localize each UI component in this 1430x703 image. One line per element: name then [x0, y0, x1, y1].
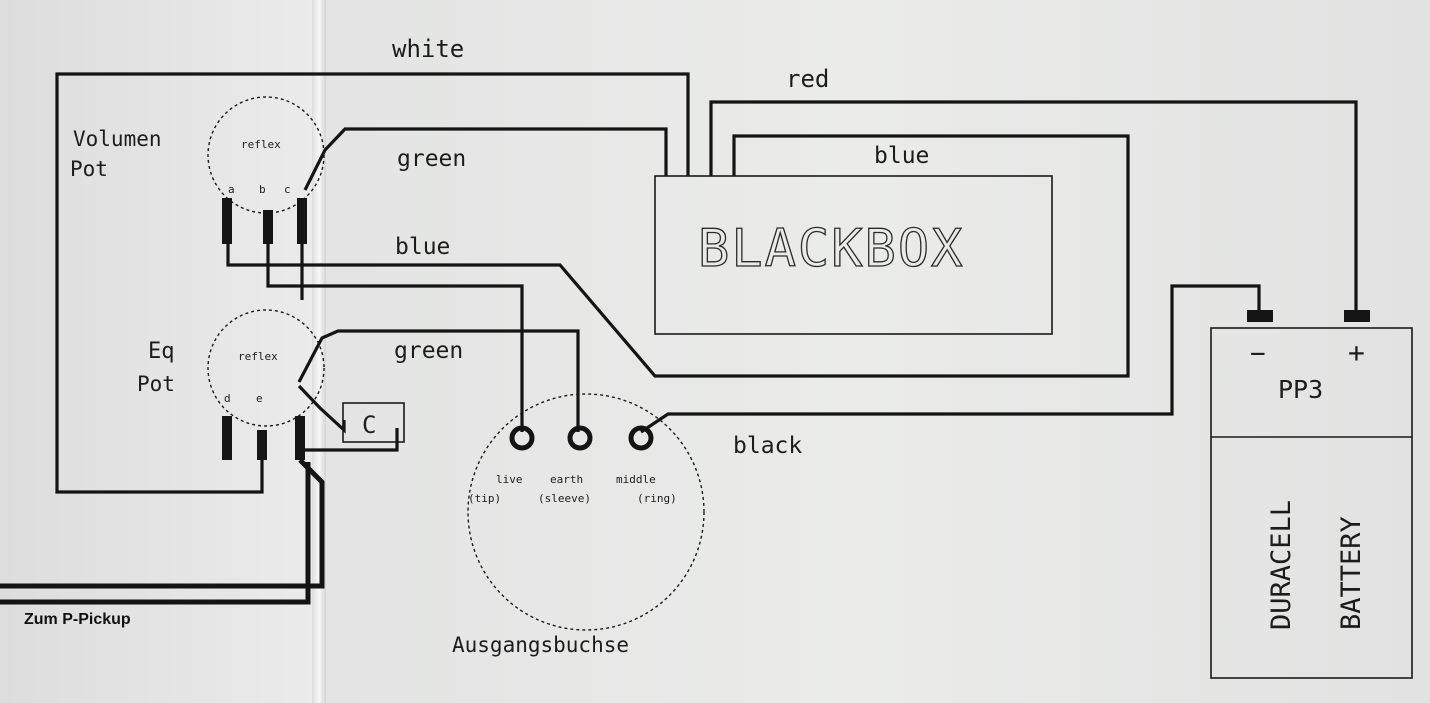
- jack-earth-label: earth: [550, 473, 583, 486]
- volume-pot-body: [207, 96, 325, 214]
- volume-pot-lug-c-label: c: [284, 183, 291, 196]
- wire-pickup-ground: [0, 462, 311, 605]
- wire-cap-left: [297, 384, 346, 434]
- wire-red-label: red: [786, 65, 829, 93]
- volume-pot-label-2: Pot: [70, 157, 108, 181]
- wire-black: [640, 284, 1261, 434]
- battery-brand-label: DURACELL: [1266, 500, 1297, 630]
- battery-plus-label: +: [1348, 336, 1365, 369]
- eq-pot-lug-e: [257, 430, 267, 460]
- output-jack-title: Ausgangsbuchse: [452, 633, 629, 657]
- wire-green-top: [303, 127, 668, 191]
- wire-white-label: white: [392, 35, 464, 63]
- jack-ring-label: (ring): [637, 492, 677, 505]
- wire-vol-b-to-jack: [266, 236, 524, 432]
- volume-pot-lug-c: [297, 198, 307, 244]
- eq-pot-lug-e-label: e: [256, 392, 263, 405]
- wire-red: [709, 100, 1358, 312]
- wire-blue-top: [226, 134, 1130, 378]
- capacitor-box: [342, 402, 405, 443]
- wire-cap-right: [300, 428, 399, 452]
- battery-word-label: BATTERY: [1336, 516, 1367, 630]
- eq-pot-lug-d-label: d: [224, 392, 231, 405]
- wire-black-label: black: [733, 433, 802, 459]
- capacitor-label: C: [362, 411, 376, 439]
- blackbox-outline: [654, 175, 1053, 335]
- volume-pot-lug-a: [222, 198, 232, 244]
- jack-live-terminal: [509, 425, 535, 451]
- wire-green-top-label: green: [397, 146, 466, 172]
- volume-pot-lug-b: [263, 210, 273, 244]
- volume-pot-lug-b-label: b: [259, 183, 266, 196]
- battery-outline: [1210, 327, 1413, 679]
- volume-pot-brand: reflex: [241, 138, 281, 151]
- jack-tip-label: (tip): [468, 492, 501, 505]
- eq-pot-label-1: Eq: [148, 339, 175, 364]
- wire-pickup-hot: [0, 458, 325, 589]
- jack-middle-terminal: [628, 425, 654, 451]
- volume-pot-lug-a-label: a: [228, 183, 235, 196]
- blackbox-label: BLACKBOX: [698, 219, 964, 279]
- wire-green-mid-label: green: [394, 338, 463, 364]
- eq-pot-lug-f: [295, 416, 305, 460]
- battery-minus-terminal: [1247, 310, 1273, 322]
- eq-pot-brand: reflex: [238, 350, 278, 363]
- wire-blue-top-label: blue: [874, 143, 929, 169]
- battery-plus-terminal: [1344, 310, 1370, 322]
- wire-blue-mid-label: blue: [395, 234, 450, 260]
- jack-sleeve-label: (sleeve): [538, 492, 591, 505]
- eq-pot-lug-d: [222, 416, 232, 460]
- battery-type-label: PP3: [1278, 375, 1323, 404]
- eq-pot-body: [207, 309, 325, 427]
- jack-earth-terminal: [567, 425, 593, 451]
- wire-white: [55, 72, 690, 494]
- jack-live-label: live: [496, 473, 523, 486]
- output-jack-body: [467, 393, 705, 631]
- jack-middle-label: middle: [616, 473, 656, 486]
- wire-green-mid: [297, 329, 580, 432]
- battery-minus-label: −: [1250, 339, 1266, 369]
- pickup-label: Zum P-Pickup: [24, 611, 131, 628]
- volume-pot-label-1: Volumen: [73, 127, 162, 151]
- eq-pot-label-2: Pot: [137, 372, 175, 396]
